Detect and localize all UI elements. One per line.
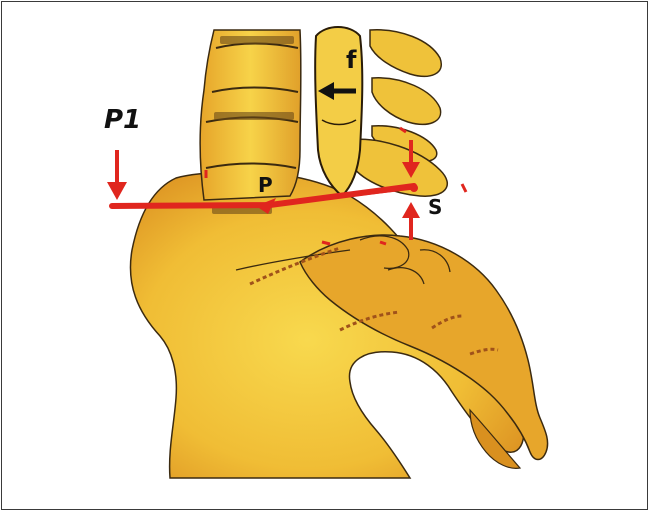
- label-p1: P1: [104, 105, 141, 135]
- arrow-down-icon: [107, 150, 127, 200]
- label-p: P: [258, 173, 273, 197]
- spinous-processes: [348, 30, 447, 196]
- s-point: [410, 184, 418, 192]
- label-s: S: [428, 195, 442, 219]
- label-f: f: [346, 46, 357, 74]
- arrow-up-icon: [402, 202, 420, 240]
